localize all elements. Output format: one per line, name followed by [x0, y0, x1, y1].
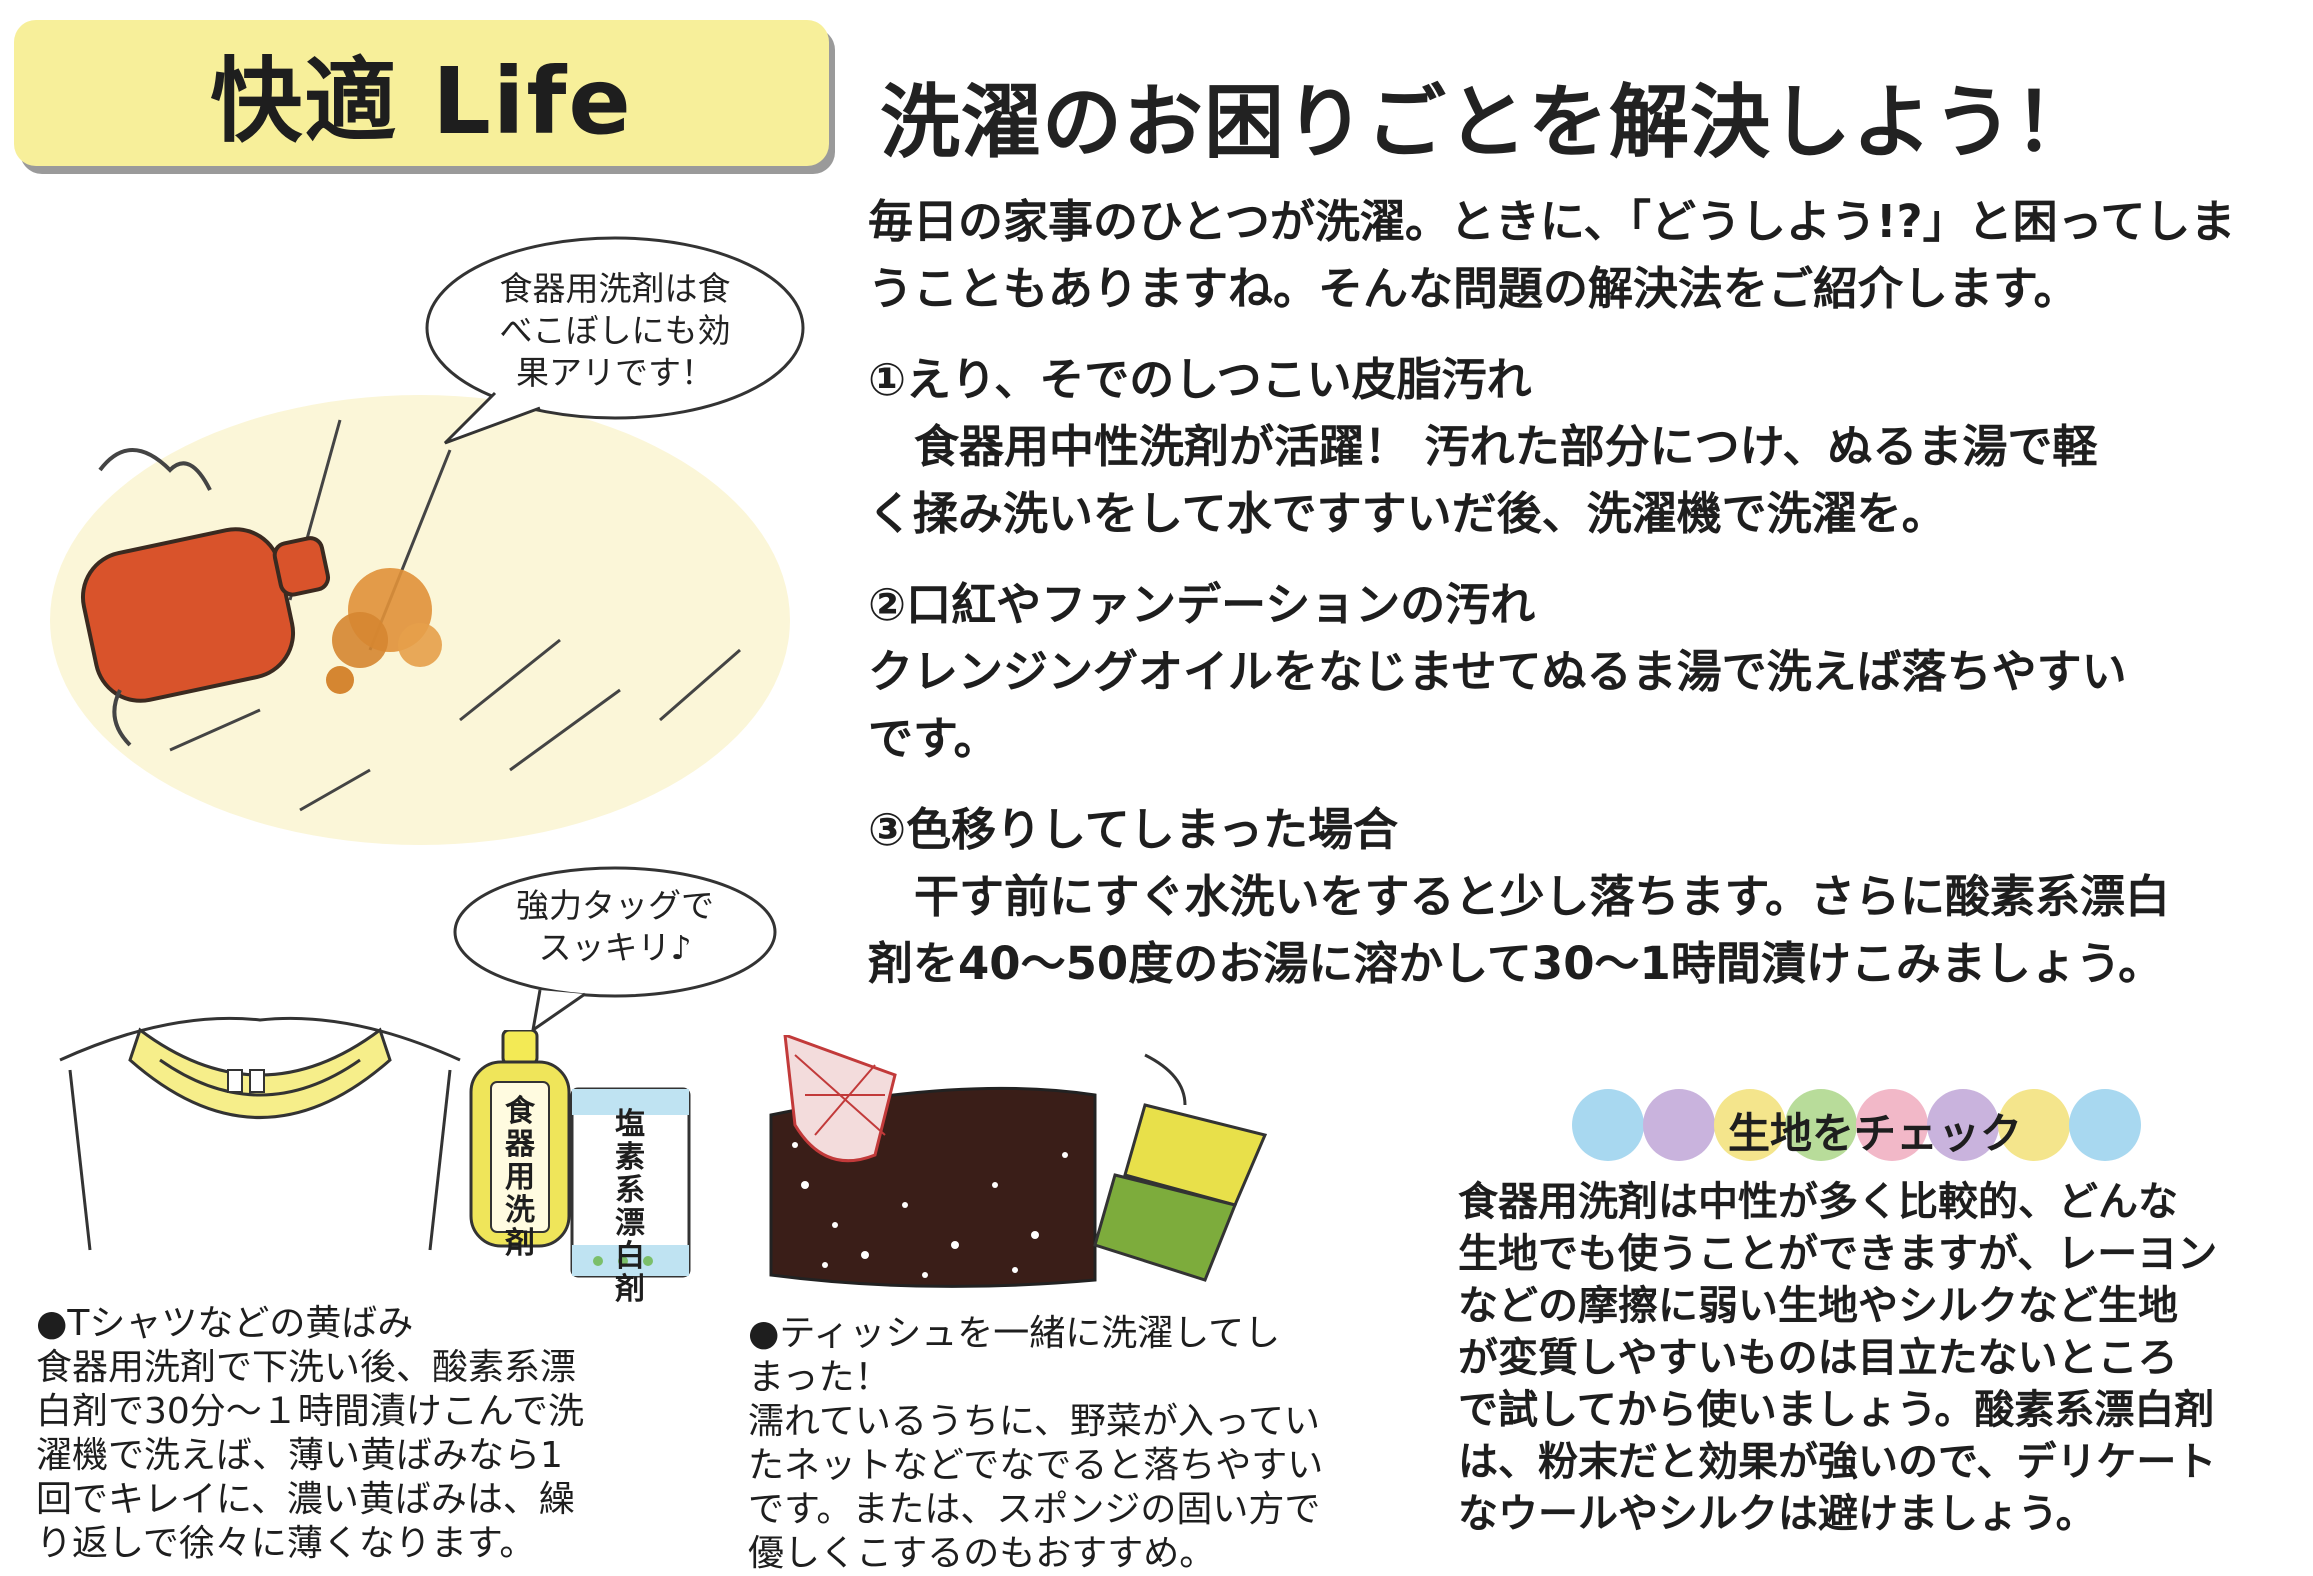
check-dot	[2069, 1089, 2141, 1161]
header-tab: 快適 Life	[14, 20, 829, 166]
caption-tissue-title: ●ティッシュを一緒に洗濯してし	[748, 1313, 1281, 1354]
intro-line: うこともありますね。そんな問題の解決法をご紹介します。	[868, 262, 2079, 315]
check-dot	[1714, 1089, 1786, 1161]
yellowed-collar	[128, 1027, 392, 1119]
speech-bubble-middle	[453, 866, 777, 1034]
tip-title: ①えり、そでのしつこい皮脂汚れ	[868, 353, 1532, 406]
caption-tshirt-title: ●Tシャツなどの黄ばみ	[36, 1303, 414, 1344]
check-dot	[1998, 1089, 2070, 1161]
tissue-fabric-illustration	[769, 1035, 1268, 1288]
tip-title: ③色移りしてしまった場合	[868, 803, 1398, 856]
detergent-drop	[326, 666, 354, 694]
check-dot	[1643, 1089, 1715, 1161]
dish-detergent-label: 食器用洗剤	[505, 1094, 535, 1261]
tip-title: ②口紅やファンデーションの汚れ	[868, 578, 1536, 631]
sponge-bottom	[1093, 1173, 1238, 1282]
intro-line: 毎日の家事のひとつが洗濯。ときに、「どうしよう!?」と困ってしま	[868, 195, 2236, 248]
tissue-lint	[792, 1142, 1068, 1278]
dish-detergent-bottle	[469, 1030, 571, 1248]
hand-outline-right	[1144, 1053, 1187, 1106]
check-dot	[1927, 1089, 1999, 1161]
tip-line: 剤を40～50度のお湯に溶かして30～1時間漬けこみましょう。	[868, 937, 2164, 990]
tab-title: 快適 Life	[210, 47, 633, 155]
bleach-package	[570, 1087, 691, 1278]
check-dot	[1785, 1089, 1857, 1161]
check-dot	[1856, 1089, 1928, 1161]
tip-line: クレンジングオイルをなじませてぬるま湯で洗えば落ちやすい	[868, 645, 2127, 698]
check-body: 食器用洗剤は中性が多く比較的、どんな 生地でも使うことができますが、レーヨン な…	[1458, 1179, 2218, 1537]
main-article: 毎日の家事のひとつが洗濯。ときに、「どうしよう!?」と困ってしま うこともありま…	[868, 188, 2288, 997]
check-title: 生地をチェック	[1728, 1109, 2023, 1158]
mesh-net-glove	[783, 1035, 897, 1163]
speech-bubble-top	[425, 236, 805, 445]
speech-bubble-middle-text: 強力タッグで スッキリ♪	[516, 886, 714, 967]
caption-tshirt: ●Tシャツなどの黄ばみ 食器用洗剤で下洗い後、酸素系漂 白剤で30分～１時間漬け…	[36, 1302, 656, 1566]
check-dot	[1572, 1089, 1644, 1161]
collar-tag	[227, 1069, 243, 1093]
collar-tag	[249, 1069, 265, 1093]
tip-line: く揉み洗いをして水ですすいだ後、洗濯機で洗濯を。	[868, 487, 1947, 540]
bleach-label: 塩素系漂白剤	[615, 1107, 645, 1307]
speech-bubble-top-text: 食器用洗剤は食 べこぼしにも効 果アリです！	[499, 269, 731, 392]
hand-outline	[98, 448, 212, 491]
detergent-splash	[398, 623, 442, 667]
tip-line: 干す前にすぐ水洗いをすると少し落ちます。さらに酸素系漂白	[914, 870, 2170, 923]
tip-line: 食器用中性洗剤が活躍！ 汚れた部分につけ、ぬるま湯で軽	[914, 420, 2098, 473]
check-header-dots	[1572, 1089, 2141, 1161]
detergent-pour-illustration	[50, 395, 790, 845]
bottle-nozzle	[272, 536, 331, 597]
tip-line: です。	[868, 712, 999, 765]
bottle-handle-line	[112, 689, 132, 747]
tshirt-collar-illustration	[59, 1016, 461, 1251]
caption-tissue: ●ティッシュを一緒に洗濯してし まった！ 濡れているうちに、野菜が入ってい たネ…	[748, 1312, 1368, 1576]
headline: 洗濯のお困りごとを解決しよう！	[880, 76, 2095, 169]
detergent-splash	[332, 612, 388, 668]
